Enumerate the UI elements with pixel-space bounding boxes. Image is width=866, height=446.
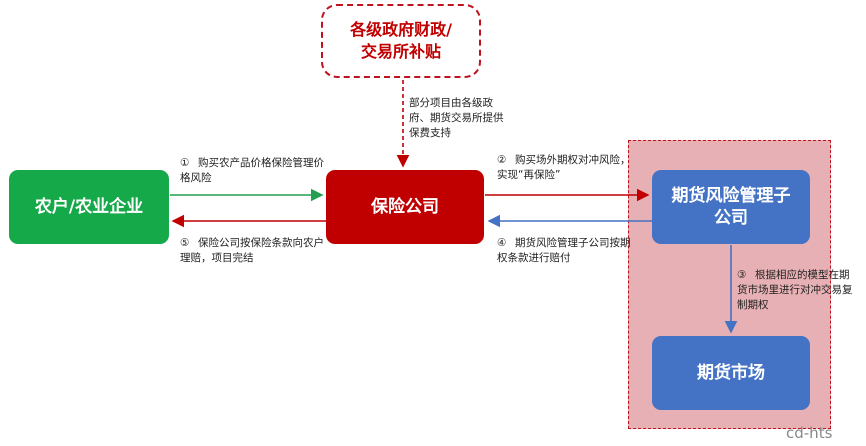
- step3-text: 根据相应的模型在期货市场里进行对冲交易复制期权: [737, 269, 853, 312]
- government-note-text: 部分项目由各级政府、期货交易所提供保费支持: [409, 97, 504, 140]
- government-note: 部分项目由各级政府、期货交易所提供保费支持: [409, 96, 509, 142]
- step3-number: ③: [737, 269, 747, 281]
- watermark: cd-hts: [786, 424, 833, 442]
- step4-text: 期货风险管理子公司按期权条款进行赔付: [497, 237, 631, 265]
- farmer-label: 农户/农业企业: [34, 196, 144, 217]
- insurer-label: 保险公司: [371, 196, 439, 217]
- step5-number: ⑤: [180, 237, 190, 249]
- farmer-node: 农户/农业企业: [9, 170, 169, 244]
- step4-number: ④: [497, 237, 507, 249]
- government-subsidy-node: 各级政府财政/ 交易所补贴: [321, 4, 481, 78]
- step5-text: 保险公司按保险条款向农户理赔，项目完结: [180, 237, 324, 265]
- step2-number: ②: [497, 154, 507, 166]
- futures-market-label: 期货市场: [697, 362, 765, 383]
- futures-subsidiary-node: 期货风险管理子公司: [652, 170, 810, 244]
- futures-market-node: 期货市场: [652, 336, 810, 410]
- futures-subsidiary-label: 期货风险管理子公司: [671, 185, 791, 228]
- insurer-node: 保险公司: [326, 170, 484, 244]
- step1-number: ①: [180, 157, 190, 169]
- step2-text: 购买场外期权对冲风险，实现“再保险”: [497, 154, 631, 182]
- step1-text: 购买农产品价格保险管理价格风险: [180, 157, 324, 185]
- government-subsidy-label: 各级政府财政/ 交易所补贴: [350, 20, 452, 61]
